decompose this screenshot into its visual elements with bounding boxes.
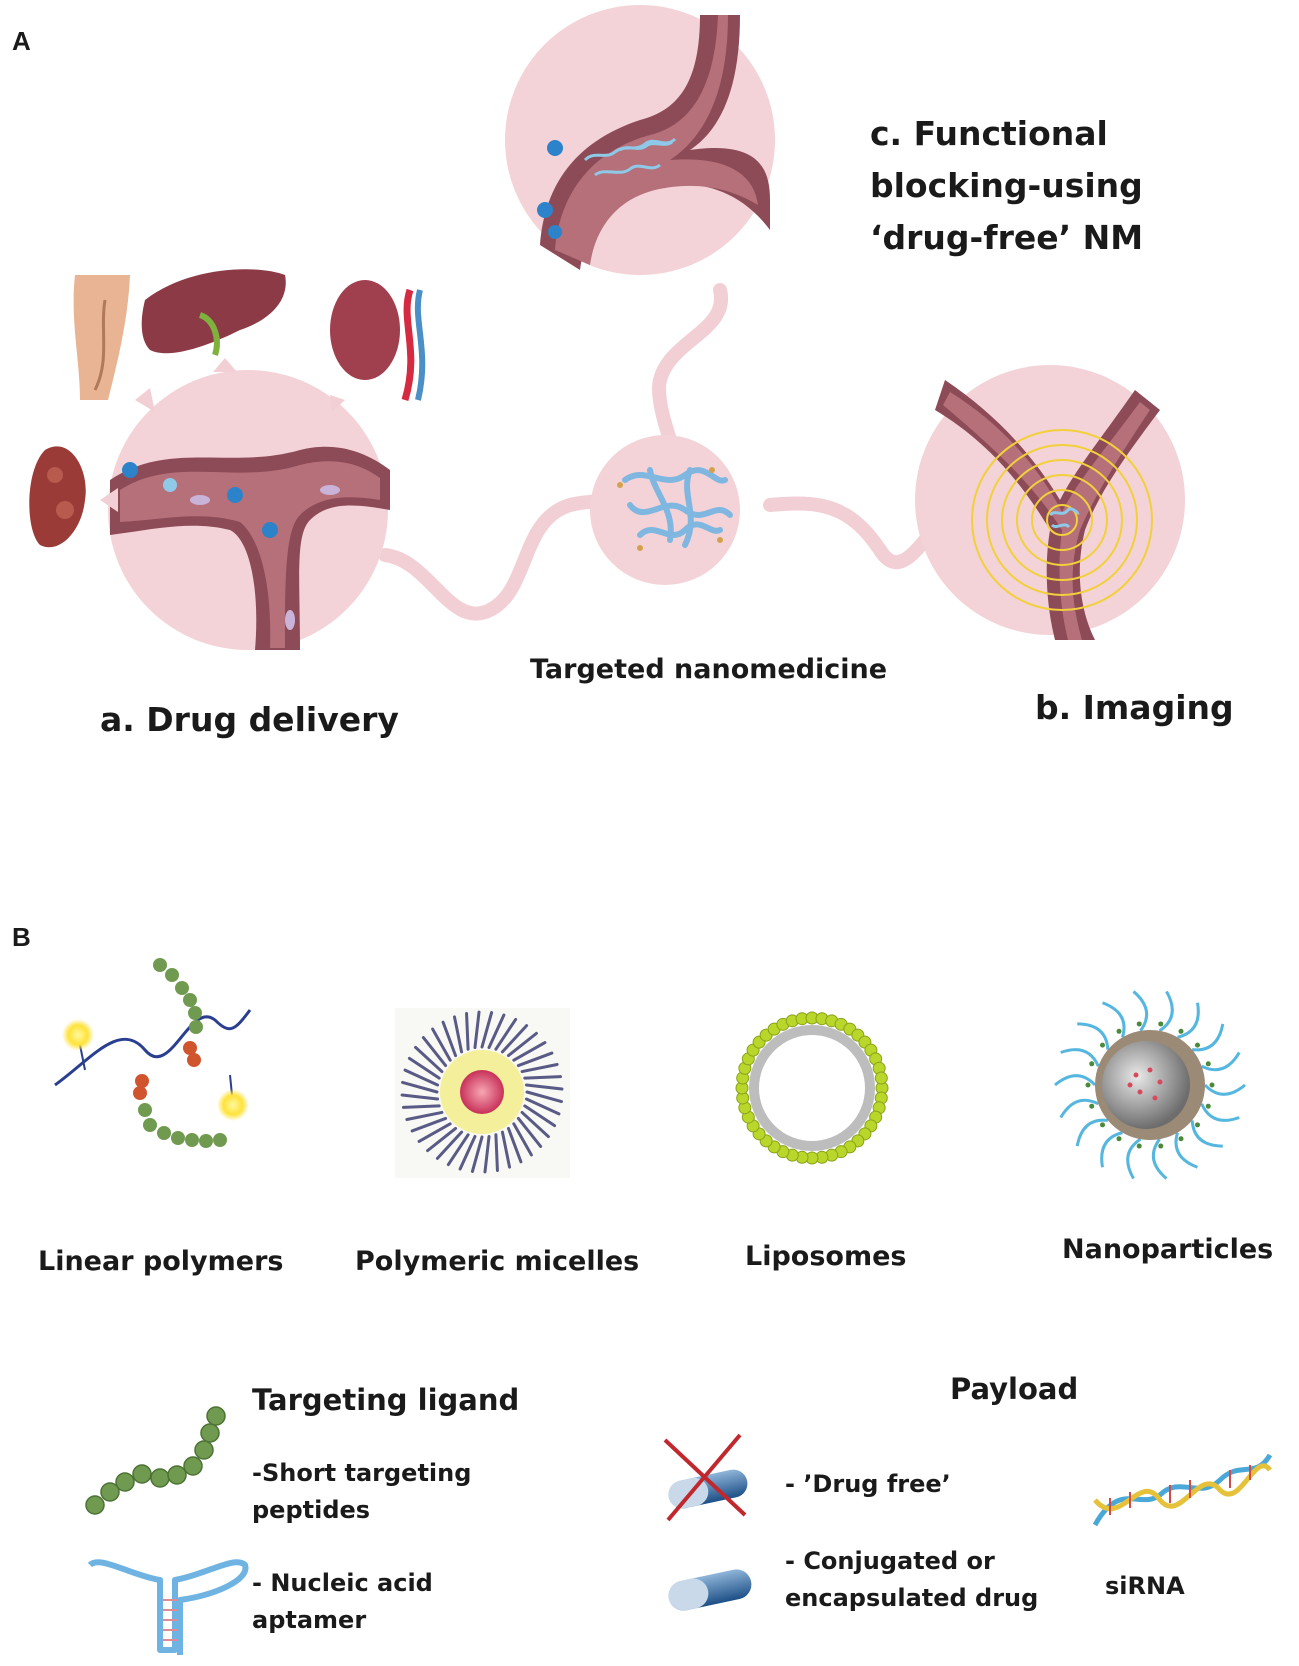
leg-organ bbox=[73, 275, 130, 400]
aptamer-line-2: aptamer bbox=[252, 1606, 367, 1634]
aptamer-icon bbox=[87, 1559, 249, 1655]
polymeric-micelles-label: Polymeric micelles bbox=[355, 1246, 640, 1277]
drug-free-label: - ’Drug free’ bbox=[785, 1470, 951, 1498]
nanoparticles-label: Nanoparticles bbox=[1062, 1234, 1274, 1265]
sirna-label: siRNA bbox=[1105, 1572, 1185, 1600]
nucleic-acid-aptamer-label: - Nucleic acid aptamer bbox=[252, 1565, 433, 1639]
drug-delivery-circle bbox=[108, 370, 390, 650]
kidney-organ bbox=[330, 280, 426, 402]
conjugated-drug-label: - Conjugated or encapsulated drug bbox=[785, 1543, 1038, 1617]
imaging-circle bbox=[915, 365, 1185, 640]
aptamer-line-1: - Nucleic acid bbox=[252, 1569, 433, 1597]
liposomes-label: Liposomes bbox=[745, 1241, 907, 1272]
sirna-helix-icon bbox=[1092, 1453, 1273, 1527]
organ-arrows bbox=[100, 358, 345, 512]
conjugated-drug-line-1: - Conjugated or bbox=[785, 1547, 995, 1575]
polymeric-micelle-graphic bbox=[395, 1008, 570, 1178]
functional-blocking-line-2: blocking-using bbox=[870, 166, 1143, 205]
linear-polymer-graphic bbox=[54, 958, 252, 1148]
short-peptides-line-2: peptides bbox=[252, 1496, 371, 1524]
short-peptides-line-1: -Short targeting bbox=[252, 1459, 472, 1487]
functional-blocking-line-3: ‘drug-free’ NM bbox=[870, 218, 1144, 257]
functional-blocking-line-1: c. Functional bbox=[870, 114, 1108, 153]
functional-blocking-label: c. Functional blocking-using ‘drug-free’… bbox=[870, 108, 1143, 264]
peptide-chain-icon bbox=[85, 1406, 226, 1515]
conjugated-drug-line-2: encapsulated drug bbox=[785, 1584, 1039, 1612]
panel-a-letter: A bbox=[12, 26, 31, 56]
drug-delivery-label: a. Drug delivery bbox=[100, 700, 399, 739]
conjugated-drug-capsule-icon bbox=[668, 1569, 752, 1611]
liver-organ bbox=[141, 269, 286, 356]
drug-free-capsule-icon bbox=[663, 1433, 748, 1522]
linear-polymers-label: Linear polymers bbox=[38, 1246, 284, 1277]
targeting-ligand-title: Targeting ligand bbox=[252, 1383, 520, 1417]
targeted-nanomedicine-label: Targeted nanomedicine bbox=[530, 654, 888, 685]
functional-blocking-circle bbox=[505, 5, 775, 275]
liposome-graphic bbox=[735, 1011, 889, 1165]
intestine-organ bbox=[29, 446, 86, 548]
panel-b-letter: B bbox=[12, 922, 31, 952]
nanoparticle-graphic bbox=[1054, 990, 1246, 1180]
targeted-nanomedicine-circle bbox=[590, 435, 740, 585]
imaging-label: b. Imaging bbox=[1035, 688, 1234, 727]
short-peptides-label: -Short targeting peptides bbox=[252, 1455, 471, 1529]
payload-title: Payload bbox=[950, 1372, 1079, 1406]
